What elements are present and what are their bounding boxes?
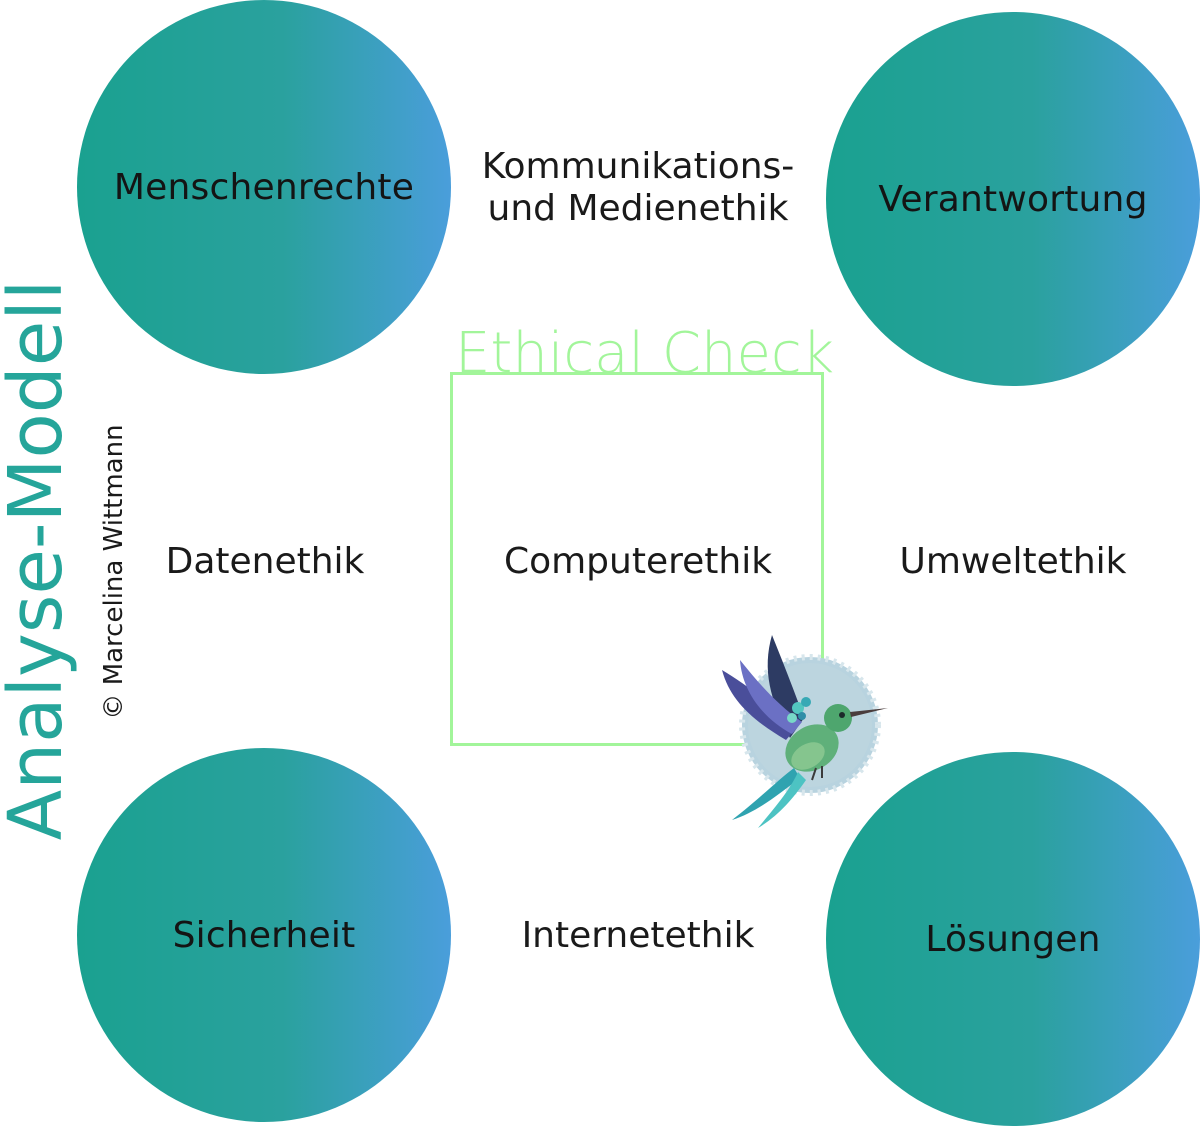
- circle-label: Verantwortung: [878, 178, 1148, 220]
- label-internetethik: Internetethik: [521, 915, 755, 956]
- circle-verantwortung: Verantwortung: [826, 12, 1200, 386]
- label-datenethik: Datenethik: [165, 541, 365, 582]
- label-umweltethik: Umweltethik: [899, 541, 1127, 582]
- circle-sicherheit: Sicherheit: [77, 748, 451, 1122]
- circle-loesungen: Lösungen: [826, 752, 1200, 1126]
- label-computerethik: Computerethik: [503, 541, 773, 582]
- ethical-check-title: Ethical Check: [455, 321, 835, 386]
- label-line: und Medienethik: [487, 188, 789, 229]
- circle-menschenrechte: Menschenrechte: [77, 0, 451, 374]
- circle-label: Menschenrechte: [113, 166, 415, 208]
- copyright-text: © Marcelina Wittmann: [99, 424, 129, 720]
- circle-label: Sicherheit: [172, 914, 356, 956]
- label-line: Kommunikations-: [481, 146, 795, 187]
- circle-label: Lösungen: [925, 918, 1101, 960]
- label-kommunikations-medienethik: Kommunikations- und Medienethik: [456, 146, 820, 230]
- ethical-check-box: [450, 372, 824, 746]
- hummingbird-icon: [722, 635, 888, 828]
- vertical-title: Analyse-Modell: [0, 279, 79, 841]
